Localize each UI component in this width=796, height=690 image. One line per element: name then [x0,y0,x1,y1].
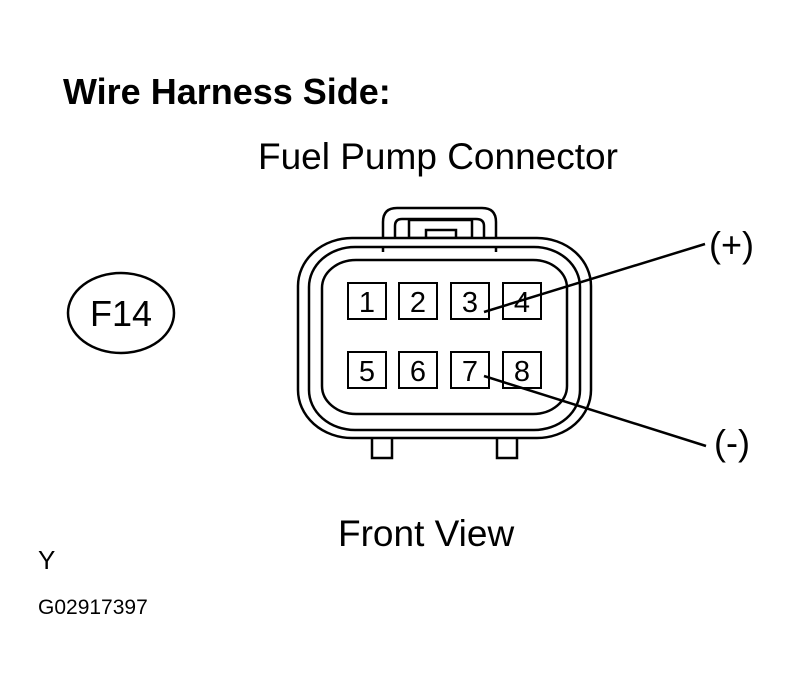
pin-label-7: 7 [462,356,478,388]
leader-line-minus [483,374,707,448]
pin-7: 7 [450,351,490,389]
code-letter: Y [38,545,56,575]
pin-3: 3 [450,282,490,320]
figure-code: G02917397 [38,596,148,619]
pin-2: 2 [398,282,438,320]
pin-6: 6 [398,351,438,389]
pin-label-3: 3 [462,287,478,319]
connector-name: Fuel Pump Connector [258,136,618,177]
pin-label-5: 5 [359,356,375,388]
pin-label-8: 8 [514,356,530,388]
pin-label-6: 6 [410,356,426,388]
pin-8: 8 [502,351,542,389]
leader-line-plus [483,242,706,314]
pin-label-2: 2 [410,287,426,319]
connector-housing [296,206,593,460]
diagram-title: Wire Harness Side: [63,71,391,112]
connector-id-label: F14 [90,293,152,334]
connector-id-badge: F14 [66,271,176,355]
pin-label-4: 4 [514,287,530,319]
pin-label-1: 1 [359,287,375,319]
pin-4: 4 [502,282,542,320]
terminal-minus-label: (-) [714,422,750,463]
pin-5: 5 [347,351,387,389]
terminal-plus-label: (+) [709,224,754,265]
pin-grid: 1 2 3 4 5 6 7 8 [347,282,542,389]
pin-1: 1 [347,282,387,320]
view-label: Front View [338,513,515,554]
